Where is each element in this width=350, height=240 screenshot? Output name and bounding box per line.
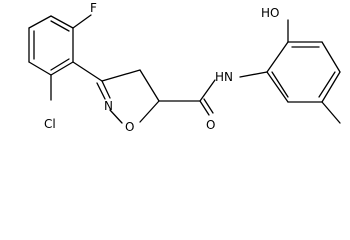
bond [50, 61, 74, 76]
chlorine-label: Cl [44, 117, 56, 131]
bond [28, 61, 52, 76]
bond [321, 71, 341, 103]
carbonyl-oxygen-label: O [206, 118, 215, 132]
bond [321, 101, 341, 124]
molecule-diagram: F Cl N O O HN HO [28, 1, 341, 134]
structure-svg: F Cl N O O HN HO [28, 1, 341, 134]
bond [266, 41, 289, 73]
bond [50, 20, 70, 32]
bond [109, 109, 123, 124]
bond [139, 69, 160, 102]
bond [50, 58, 70, 71]
bond [199, 100, 210, 116]
bond [28, 15, 52, 29]
bond [139, 100, 160, 123]
bond [101, 80, 111, 99]
bond [271, 71, 289, 98]
hydroxyl-label: HO [261, 6, 279, 20]
bond [72, 14, 92, 29]
bond [199, 79, 216, 102]
amide-nh-label: HN [215, 70, 233, 84]
bond [266, 71, 289, 103]
atom-labels: F Cl N O O HN HO [44, 1, 279, 134]
bond [321, 41, 341, 73]
bond [203, 98, 214, 114]
isoxazoline-nitrogen-label: N [104, 99, 113, 113]
bond [72, 61, 103, 82]
bond [96, 82, 106, 100]
isoxazoline-oxygen-label: O [125, 120, 134, 134]
bonds [28, 14, 341, 124]
fluorine-label: F [90, 1, 97, 15]
bond [101, 69, 141, 82]
bond [50, 15, 74, 29]
bond [239, 71, 268, 78]
bond [318, 71, 336, 98]
